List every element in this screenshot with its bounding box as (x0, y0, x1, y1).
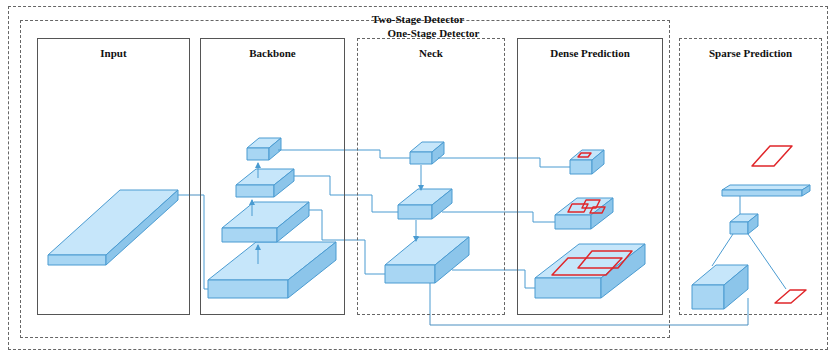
feature-map-side (432, 142, 444, 164)
stage-panel: Input (37, 38, 190, 315)
detector-region: Two-Stage DetectorOne-Stage DetectorInpu… (8, 6, 828, 350)
feature-map-side (601, 244, 645, 298)
feature-line (357, 240, 385, 274)
feature-line (748, 298, 749, 315)
feature-map-side (269, 138, 281, 160)
upsample-arrow (258, 245, 259, 264)
connector (345, 240, 357, 241)
feature-map-front (722, 190, 802, 196)
feature-line (740, 196, 741, 214)
feature-line (517, 158, 570, 167)
upsample-arrow (252, 200, 253, 216)
feature-map-front (48, 255, 106, 265)
feature-map-side (591, 198, 613, 229)
feature-line (380, 150, 410, 158)
stage-panel: Backbone (200, 38, 345, 315)
feature-line (357, 195, 398, 212)
feature-map-side (106, 190, 178, 265)
feature-map-front (570, 160, 592, 174)
feature-line (517, 212, 555, 222)
feature-line (430, 283, 431, 315)
feature-map-side (802, 185, 810, 196)
bounding-box (578, 251, 632, 268)
panel-title: Sparse Prediction (709, 47, 792, 60)
feature-map-front (236, 185, 274, 197)
feature-line (309, 210, 345, 240)
panel-title: One-Stage Detector (388, 27, 480, 40)
feature-map-side (288, 242, 336, 298)
connector (430, 315, 748, 325)
feature-map-front (208, 280, 288, 298)
bounding-box (590, 207, 605, 213)
feature-map-front (247, 148, 269, 160)
feature-map-front (730, 222, 748, 234)
detector-region: One-Stage DetectorInput Backbone Neck Dense… (20, 20, 670, 338)
feature-line (200, 195, 208, 289)
panel-title: Input (100, 47, 126, 60)
bounding-box (578, 153, 591, 157)
bounding-box (552, 258, 622, 275)
panel-title: Backbone (249, 47, 295, 60)
feature-map-front (410, 152, 432, 164)
panel-title: Two-Stage Detector (372, 13, 464, 26)
panel-title: Neck (419, 47, 443, 60)
connector (505, 212, 517, 213)
feature-map-side (274, 169, 294, 197)
feature-map-side (432, 189, 452, 219)
feature-line (517, 270, 535, 288)
feature-line (452, 270, 505, 271)
connector (505, 158, 517, 159)
feature-map-front (385, 265, 435, 283)
feature-map-front (555, 215, 591, 229)
feature-map-front (692, 285, 724, 309)
stage-panel: Neck (357, 38, 505, 315)
feature-map-side (277, 202, 309, 242)
downsample-arrow (421, 165, 422, 190)
connector (345, 195, 357, 196)
connector (345, 150, 357, 151)
feature-map-side (748, 214, 758, 234)
feature-line (438, 158, 505, 159)
feature-map-side (435, 237, 469, 283)
feature-map-top (722, 185, 810, 190)
feature-line (442, 212, 505, 213)
downsample-arrow (416, 220, 417, 241)
stage-panel: Sparse Prediction (679, 38, 822, 315)
stage-panel: Dense Prediction (517, 38, 663, 315)
feature-line (178, 195, 190, 196)
feature-line (712, 234, 733, 266)
feature-map-front (398, 205, 432, 219)
feature-map-top (48, 190, 178, 255)
feature-map-front (535, 278, 601, 298)
feature-map-front (222, 228, 277, 242)
feature-line (748, 234, 786, 289)
upsample-arrow (258, 163, 259, 178)
panel-title: Dense Prediction (550, 47, 630, 60)
feature-map-side (724, 265, 748, 309)
connector (505, 270, 517, 271)
connector (190, 195, 200, 196)
feature-map-side (592, 150, 604, 174)
feature-line (294, 176, 345, 195)
bounding-box (752, 146, 792, 166)
feature-line (357, 150, 380, 151)
feature-line (278, 150, 345, 151)
bounding-box (775, 290, 806, 303)
